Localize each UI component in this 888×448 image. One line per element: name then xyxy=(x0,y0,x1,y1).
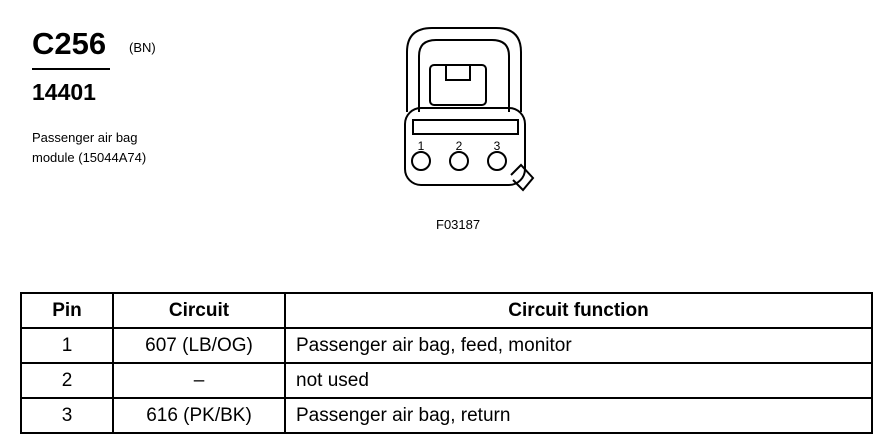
pin-label-3: 3 xyxy=(494,139,501,153)
function-cell: Passenger air bag, return xyxy=(284,397,873,434)
part-number: 14401 xyxy=(32,79,96,105)
pin-table: Pin Circuit Circuit function 1 607 (LB/O… xyxy=(20,292,873,434)
pin-cavity-3 xyxy=(487,151,507,171)
connector-description: Passenger air bag module (15044A74) xyxy=(32,128,146,168)
circuit-cell: 607 (LB/OG) xyxy=(112,327,286,364)
pin-label-2: 2 xyxy=(456,139,463,153)
connector-latch-inner xyxy=(418,39,510,112)
pin-cavity-1 xyxy=(411,151,431,171)
header-pin: Pin xyxy=(20,292,114,329)
connector-key xyxy=(510,163,535,192)
table-row: 1 607 (LB/OG) Passenger air bag, feed, m… xyxy=(20,327,873,364)
pin-label-1: 1 xyxy=(418,139,425,153)
function-cell: not used xyxy=(284,362,873,399)
locking-tab xyxy=(429,64,487,106)
connector-body xyxy=(404,107,526,186)
header-divider xyxy=(32,68,110,70)
connector-face-diagram: 1 2 3 xyxy=(404,27,535,192)
header-circuit: Circuit xyxy=(112,292,286,329)
connector-code: C256 xyxy=(32,26,107,61)
pin-cell: 2 xyxy=(20,362,114,399)
description-line-1: Passenger air bag xyxy=(32,130,138,145)
function-cell: Passenger air bag, feed, monitor xyxy=(284,327,873,364)
locking-tab-notch xyxy=(445,65,471,81)
circuit-cell: 616 (PK/BK) xyxy=(112,397,286,434)
figure-id: F03187 xyxy=(436,217,481,232)
pin-cell: 1 xyxy=(20,327,114,364)
description-line-2: module (15044A74) xyxy=(32,150,147,165)
pin-table-header-row: Pin Circuit Circuit function xyxy=(20,292,873,329)
circuit-cell: – xyxy=(112,362,286,399)
pin-cell: 3 xyxy=(20,397,114,434)
table-row: 3 616 (PK/BK) Passenger air bag, return xyxy=(20,397,873,434)
table-row: 2 – not used xyxy=(20,362,873,399)
pin-cavity-2 xyxy=(449,151,469,171)
header-circuit-function: Circuit function xyxy=(284,292,873,329)
terminal-slot xyxy=(412,119,519,135)
connector-latch-outer xyxy=(406,27,522,112)
connector-color: (BN) xyxy=(129,40,156,55)
